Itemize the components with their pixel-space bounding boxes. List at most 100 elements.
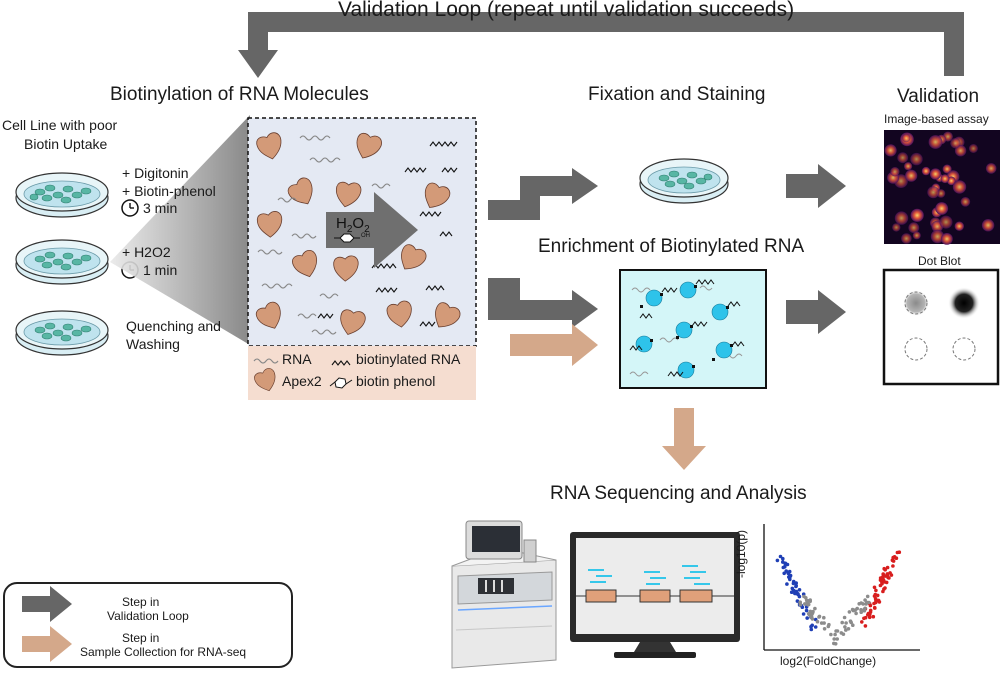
oh-label: OH [361, 233, 370, 239]
volcano-point [822, 615, 826, 620]
monitor-icon [570, 532, 740, 658]
volcano-point [813, 606, 817, 611]
gray-step-arrow [488, 278, 598, 328]
legend [3, 582, 293, 668]
volcano-xlabel: log2(FoldChange) [780, 654, 877, 668]
nucleus-spot [954, 145, 967, 157]
volcano-point [872, 601, 876, 606]
legend-tan-line2: Sample Collection for RNA-seq [80, 645, 247, 659]
key-panel [248, 346, 476, 400]
volcano-point [806, 612, 811, 616]
nucleus-spot [941, 233, 953, 245]
volcano-point [842, 615, 847, 620]
nucleus-spot [929, 168, 942, 180]
volcano-point [801, 612, 806, 616]
volcano-point [778, 554, 783, 559]
enrichment-title: Enrichment of Biotinylated RNA [538, 236, 805, 257]
petri-dish-icon [15, 172, 109, 218]
volcano-point [872, 585, 877, 590]
volcano-point [881, 589, 885, 594]
volcano-point [844, 628, 848, 632]
petri-dish-icon [15, 310, 109, 356]
nucleus-spot [894, 211, 909, 225]
nucleus-spot [910, 208, 924, 222]
volcano-point [817, 615, 821, 619]
volcano-ylabel: -log10(p) [734, 529, 748, 578]
volcano-point [863, 598, 867, 602]
fixation-title: Fixation and Staining [588, 84, 766, 105]
volcano-point [791, 581, 796, 586]
volcano-point [789, 590, 794, 594]
dot-blot-panel [882, 268, 1000, 386]
volcano-point [834, 629, 838, 633]
zoom-funnel [110, 115, 250, 345]
volcano-point [882, 566, 886, 571]
volcano-point [781, 560, 785, 564]
volcano-point [840, 620, 844, 625]
volcano-point [794, 581, 798, 585]
volcano-point [864, 602, 868, 606]
volcano-point [891, 564, 895, 568]
volcano-point [808, 598, 812, 602]
legend-gray-line2: Validation Loop [107, 609, 189, 623]
volcano-point [863, 624, 868, 628]
volcano-point [794, 584, 798, 588]
volcano-point [813, 625, 818, 629]
legend-tan-line1: Step in [122, 631, 160, 645]
volcano-point [851, 608, 856, 613]
volcano-point [860, 620, 864, 624]
nucleus-spot [952, 180, 967, 194]
volcano-point [786, 571, 790, 575]
nucleus-spot [912, 231, 921, 240]
volcano-point [859, 610, 863, 614]
volcano-point [885, 565, 890, 570]
volcano-point [775, 558, 780, 563]
gray-step-arrow [786, 164, 846, 208]
validation-title: Validation [897, 86, 980, 107]
volcano-point [868, 603, 873, 608]
volcano-point [872, 594, 877, 598]
tan-step-arrow [510, 324, 598, 366]
volcano-point [888, 571, 892, 575]
volcano-point [895, 550, 900, 555]
volcano-point [835, 637, 839, 641]
nucleus-spot [902, 133, 911, 143]
image-assay-label: Image-based assay [884, 112, 989, 126]
clock-icon [121, 199, 139, 217]
volcano-point [874, 598, 878, 603]
volcano-point [865, 594, 870, 599]
volcano-point [785, 582, 789, 586]
loop-title: Validation Loop (repeat until validation… [338, 0, 795, 21]
gray-step-arrow [488, 168, 598, 220]
volcano-point [847, 610, 852, 614]
volcano-point [841, 632, 846, 636]
volcano-point [849, 620, 853, 625]
volcano-point [809, 624, 813, 629]
volcano-point [827, 622, 831, 627]
volcano-point [811, 609, 815, 614]
nucleus-spot [890, 167, 900, 177]
volcano-point [874, 588, 878, 593]
volcano-point [798, 600, 802, 604]
tan-step-arrow [22, 626, 72, 662]
volcano-point [844, 621, 848, 625]
petri-dish-icon [15, 239, 109, 285]
volcano-point [804, 608, 809, 613]
nucleus-spot [908, 222, 920, 234]
volcano-point [804, 596, 808, 600]
volcano-point [815, 619, 820, 624]
volcano-point [872, 605, 877, 610]
volcano-point [854, 611, 858, 616]
volcano-point [805, 616, 809, 620]
step-wash: Washing [126, 336, 180, 352]
volcano-point [861, 602, 865, 606]
nucleus-spot [905, 169, 918, 182]
sequencing-title: RNA Sequencing and Analysis [550, 483, 807, 504]
volcano-point [783, 564, 787, 569]
nucleus-spot [904, 162, 913, 171]
biotinylation-title: Biotinylation of RNA Molecules [110, 84, 369, 105]
nucleus-spot [954, 221, 964, 231]
volcano-point [867, 615, 872, 620]
h2o2-label: H2O2 [336, 215, 370, 235]
volcano-point [877, 600, 882, 604]
